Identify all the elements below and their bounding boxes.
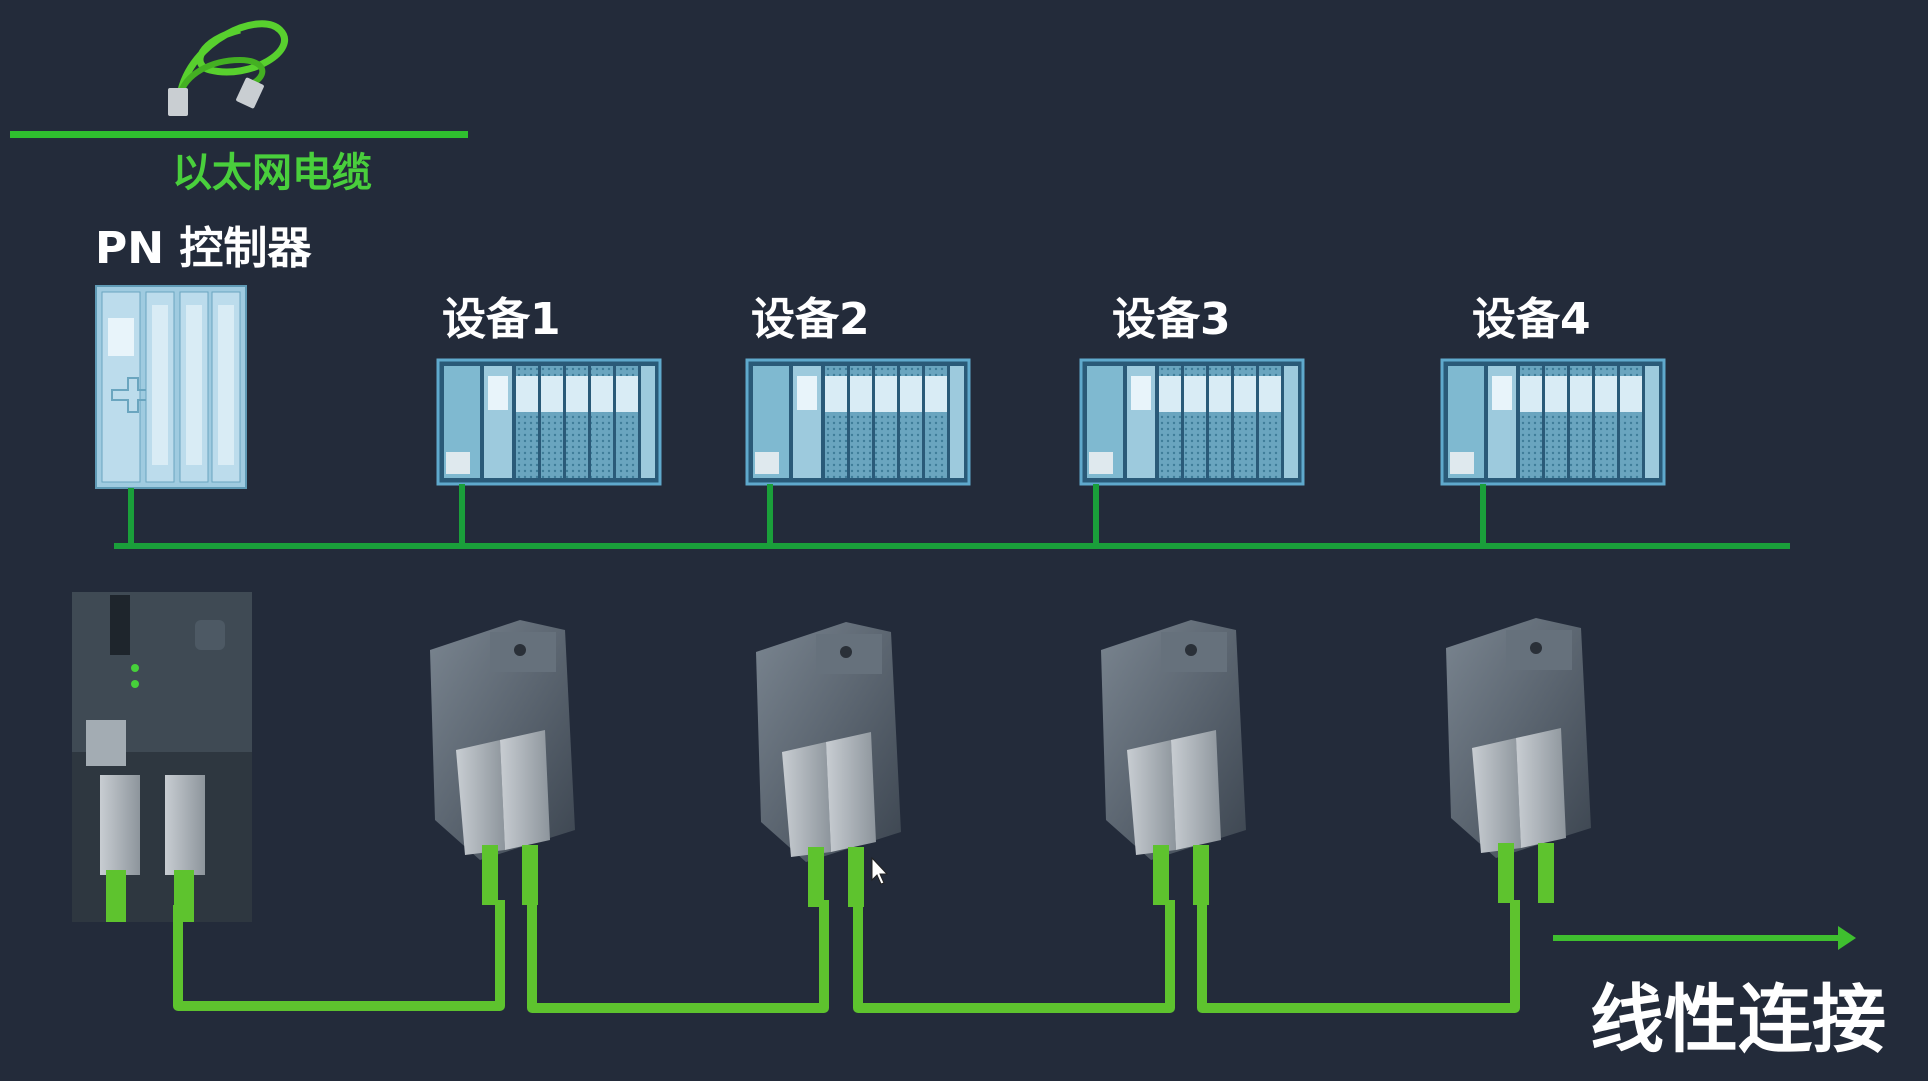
device-3-label: 设备3: [1112, 294, 1231, 345]
pn-controller-label: PN 控制器: [95, 223, 312, 274]
io-device-4-module: [1440, 358, 1666, 486]
device-2-label: 设备2: [751, 294, 870, 345]
io-device-2-module: [745, 358, 971, 486]
controller-photo: [72, 592, 252, 922]
ethernet-cable-label: 以太网电缆: [172, 150, 372, 196]
ethernet-cable-icon: [168, 20, 288, 116]
io-device-1-photo: [430, 620, 575, 905]
device-4-label: 设备4: [1472, 294, 1591, 345]
io-device-3-module: [1079, 358, 1305, 486]
io-device-2-photo: [756, 622, 901, 907]
direction-arrow-icon: [1553, 926, 1856, 950]
io-device-1-module: [436, 358, 662, 486]
linear-connection-label: 线性连接: [1590, 977, 1886, 1063]
mouse-cursor-icon: [871, 856, 889, 885]
pn-controller-module: [95, 285, 247, 489]
cable-legend-line: [10, 131, 468, 138]
io-device-4-photo: [1446, 618, 1591, 903]
profinet-bus: [114, 484, 1790, 549]
device-1-label: 设备1: [442, 294, 561, 345]
io-device-3-photo: [1101, 620, 1246, 905]
linear-cable-path: [173, 900, 1520, 1013]
